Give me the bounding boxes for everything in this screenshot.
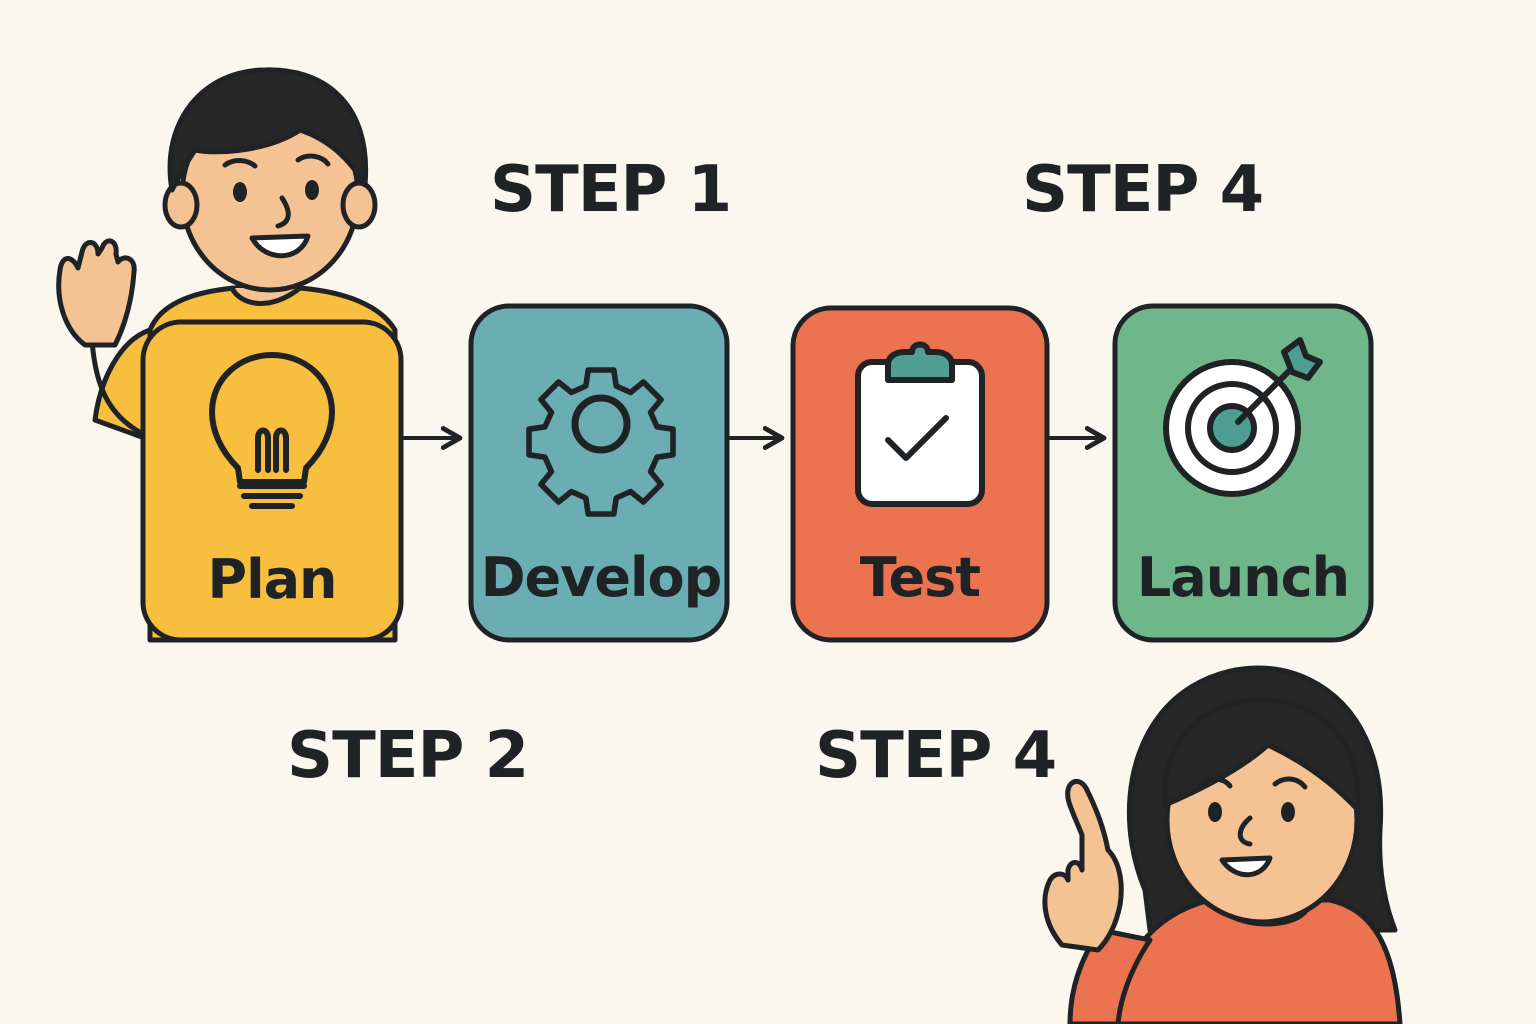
woman-pointing-hand-icon [1042,779,1124,953]
man-hair [167,67,369,193]
man-arm [92,327,153,443]
step-label-top-right: STEP 4 [1022,153,1264,227]
man-waving-hand-icon [56,238,137,348]
stage-develop-box [468,303,730,643]
stage-test: Test [790,305,1050,643]
lightbulb-icon [209,352,335,509]
stage-launch: Launch [1112,303,1374,643]
stage-develop-label: Develop [481,546,722,609]
step-label-bottom-left: STEP 2 [287,719,529,793]
gear-icon [526,367,676,517]
woman-character [1042,665,1403,1024]
stage-develop: Develop [468,303,730,643]
stage-plan-label: Plan [208,548,337,611]
step-label-bottom-right: STEP 4 [815,719,1057,793]
stage-launch-label: Launch [1137,546,1349,609]
clipboard-check-icon [855,341,985,507]
target-icon [1163,337,1323,497]
stage-plan: Plan [140,319,404,643]
step-label-top-left: STEP 1 [490,153,732,227]
stage-test-label: Test [860,546,980,609]
